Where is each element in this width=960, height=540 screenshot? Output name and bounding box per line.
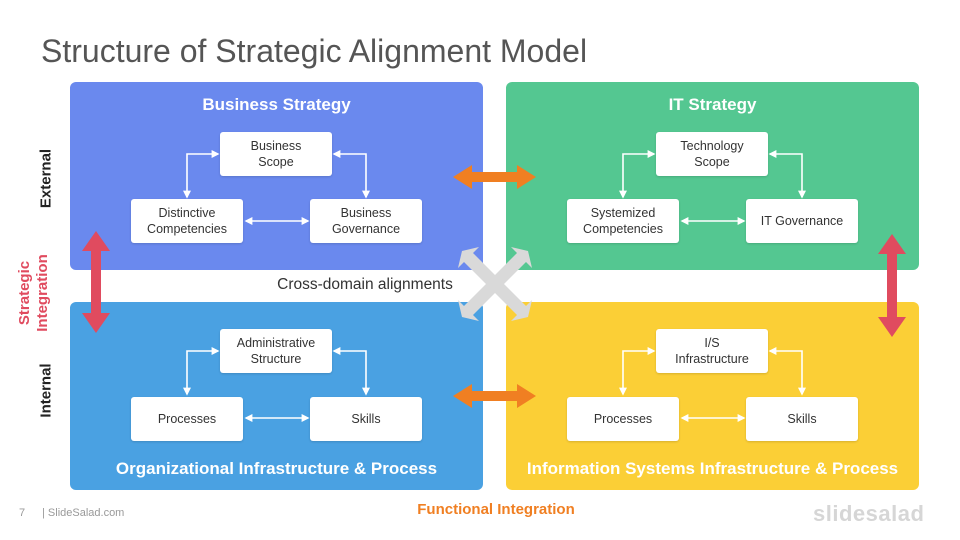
functional-arrow-bottom (453, 384, 536, 408)
business-governance-box: Business Governance (310, 199, 422, 243)
it-strategy-title: IT Strategy (668, 95, 757, 114)
org-processes-box: Processes (131, 397, 243, 441)
is-left-connector (619, 347, 656, 396)
business-strategy-quadrant: Business Strategy Business Scope Distinc… (70, 82, 483, 270)
functional-integration-label: Functional Integration (417, 501, 575, 518)
strategic-integration-label: Strategic Integration (16, 254, 51, 332)
internal-label: Internal (37, 363, 55, 418)
systemized-competencies-box: Systemized Competencies (567, 199, 679, 243)
is-infrastructure-title: Information Systems Infrastructure & Pro… (526, 459, 899, 478)
business-scope-box: Business Scope (220, 132, 332, 176)
functional-arrow-top (453, 165, 536, 189)
is-infrastructure-quadrant: Information Systems Infrastructure & Pro… (506, 302, 919, 490)
business-strategy-title: Business Strategy (202, 95, 351, 114)
strategic-arrow-left (82, 231, 110, 333)
is-processes-box: Processes (567, 397, 679, 441)
bs-right-connector (332, 150, 370, 199)
it-left-connector (619, 150, 656, 199)
is-skills-box: Skills (746, 397, 858, 441)
oi-right-connector (332, 347, 370, 396)
administrative-structure-box: Administrative Structure (220, 329, 332, 373)
bs-left-connector (183, 150, 220, 199)
cross-arrow-up (458, 247, 532, 321)
is-right-connector (768, 347, 806, 396)
external-label: External (37, 148, 55, 209)
cross-domain-label: Cross-domain alignments (262, 276, 468, 294)
page-number: 7 (19, 507, 26, 519)
it-governance-box: IT Governance (746, 199, 858, 243)
oi-left-connector (183, 347, 220, 396)
footer-site: | SlideSalad.com (42, 507, 125, 519)
slide-title: Structure of Strategic Alignment Model (41, 33, 588, 69)
is-infrastructure-box: I/S Infrastructure (656, 329, 768, 373)
it-right-connector (768, 150, 806, 199)
technology-scope-box: Technology Scope (656, 132, 768, 176)
org-skills-box: Skills (310, 397, 422, 441)
it-strategy-quadrant: IT Strategy Technology Scope Systemized … (506, 82, 919, 270)
slidesalad-logo: slidesalad (813, 501, 925, 526)
organizational-infrastructure-title: Organizational Infrastructure & Process (115, 459, 438, 478)
strategic-arrow-right (878, 234, 906, 337)
organizational-infrastructure-quadrant: Organizational Infrastructure & Process … (70, 302, 483, 490)
distinctive-competencies-box: Distinctive Competencies (131, 199, 243, 243)
cross-domain-arrows (458, 247, 532, 321)
